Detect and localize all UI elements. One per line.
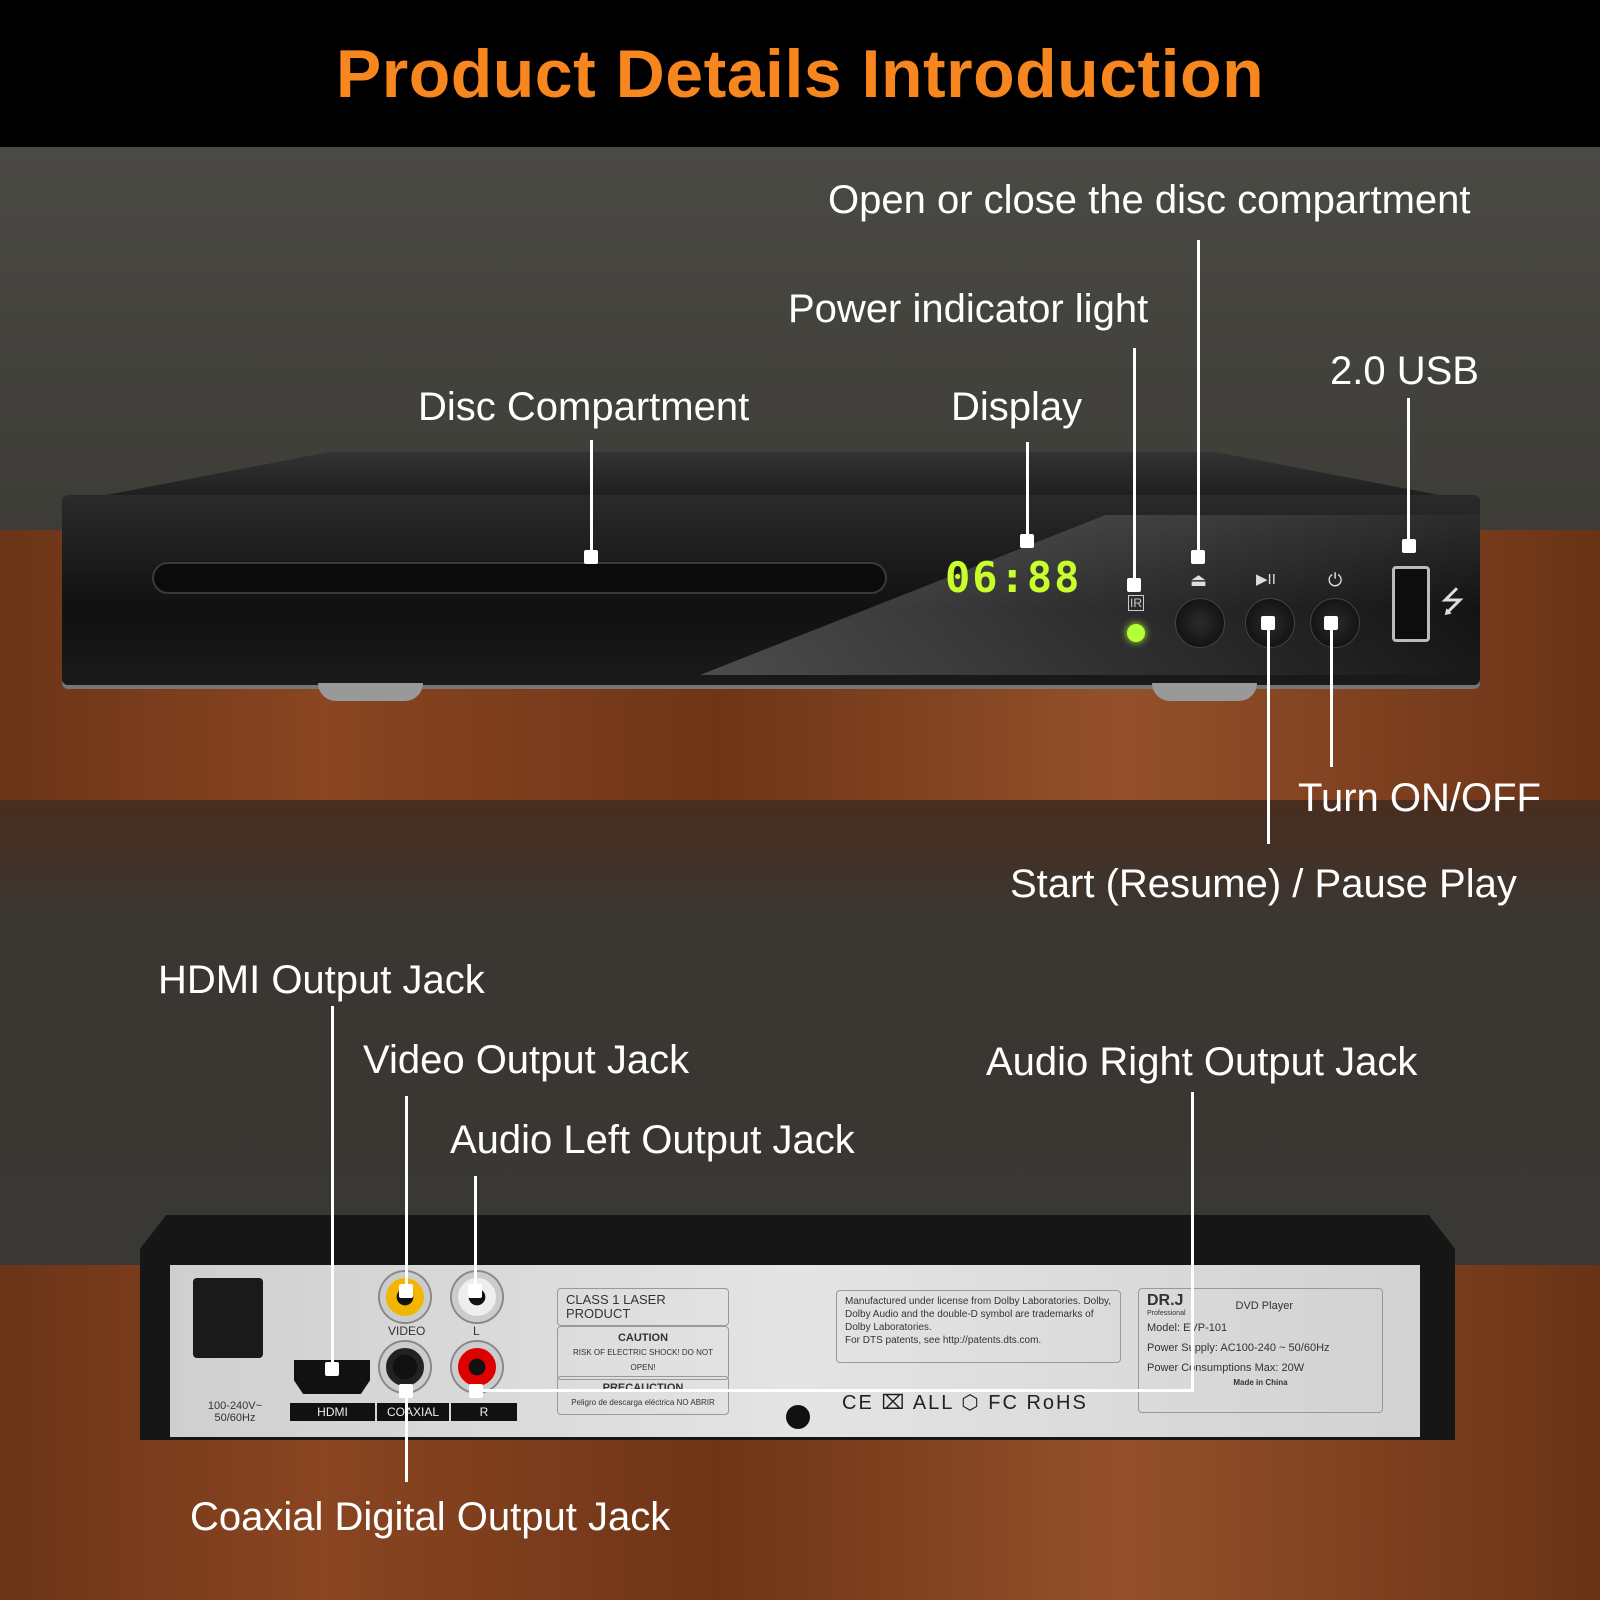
label-play-pause: Start (Resume) / Pause Play — [1010, 862, 1517, 906]
label-display: Display — [951, 385, 1083, 429]
display-readout: 06:88 — [945, 553, 1082, 602]
certification-icons: CE ⌧ ALL ⬡ FC RoHS — [842, 1392, 1088, 1414]
brand-subtitle: Professional — [1147, 1310, 1186, 1317]
label-audio-left: Audio Left Output Jack — [450, 1118, 855, 1162]
device-foot — [318, 683, 423, 701]
play-pause-button[interactable] — [1245, 598, 1295, 648]
label-disc-compartment: Disc Compartment — [418, 385, 750, 429]
callout-dot — [1127, 578, 1141, 592]
label-coaxial: Coaxial Digital Output Jack — [190, 1495, 671, 1539]
video-jack-label: VIDEO — [388, 1324, 426, 1338]
audio-right-jack-label: R — [451, 1403, 517, 1421]
callout-dot — [399, 1384, 413, 1398]
brand-block: DR.J Professional — [1147, 1293, 1186, 1318]
callout-dot — [469, 1384, 483, 1398]
callout-line — [1133, 348, 1136, 584]
consumption-text: Power Consumptions Max: 20W — [1147, 1362, 1305, 1374]
callout-dot — [399, 1284, 413, 1298]
callout-dot — [1020, 534, 1034, 548]
callout-line — [1191, 1092, 1194, 1392]
eject-button[interactable] — [1175, 598, 1225, 648]
page-title: Product Details Introduction — [335, 35, 1265, 112]
device-foot — [1152, 683, 1257, 701]
callout-dot — [468, 1284, 482, 1298]
callout-dot — [325, 1362, 339, 1376]
callout-dot — [1324, 616, 1338, 630]
callout-line — [1407, 398, 1410, 544]
dts-text: For DTS patents, see http://patents.dts.… — [845, 1335, 1042, 1346]
model-text: Model: EVP-101 — [1147, 1322, 1228, 1334]
usb-icon: ⭍ — [1440, 586, 1465, 619]
disc-slot — [152, 562, 887, 594]
ir-sensor-icon: IR — [1128, 595, 1144, 611]
precaution-title: PRECAUCTION — [602, 1382, 684, 1394]
precaution-text: Peligro de descarga eléctrica NO ABRIR — [571, 1398, 715, 1407]
caution-title: CAUTION — [617, 1332, 669, 1344]
label-power-light: Power indicator light — [788, 287, 1149, 331]
callout-dot — [1402, 539, 1416, 553]
product-name: DVD Player — [1235, 1299, 1293, 1312]
label-open-close: Open or close the disc compartment — [828, 178, 1471, 222]
eject-icon: ⏏ — [1190, 570, 1208, 590]
dolby-text: Manufactured under license from Dolby La… — [845, 1296, 1112, 1333]
label-usb: 2.0 USB — [1330, 349, 1479, 393]
callout-dot — [1191, 550, 1205, 564]
callout-line — [331, 1006, 334, 1368]
callout-line — [476, 1389, 1194, 1392]
play-pause-icon: ▶II — [1256, 571, 1276, 588]
callout-dot — [1261, 616, 1275, 630]
brand-logo: DR.J — [1147, 1292, 1184, 1309]
power-rating: 100-240V~ 50/60Hz — [207, 1400, 263, 1424]
background-wall — [0, 800, 1600, 1270]
callout-line — [405, 1390, 408, 1482]
dvd-top-cover — [80, 452, 1465, 500]
precaution-label: PRECAUCTION Peligro de descarga eléctrica… — [557, 1376, 729, 1415]
callout-line — [1197, 240, 1200, 556]
callout-line — [1267, 622, 1270, 844]
screw — [786, 1405, 810, 1429]
callout-line — [405, 1096, 408, 1292]
caution-label: CAUTION RISK OF ELECTRIC SHOCK! DO NOT OP… — [557, 1326, 729, 1380]
callout-line — [1330, 622, 1333, 767]
label-video: Video Output Jack — [363, 1038, 690, 1082]
laser-label: CLASS 1 LASER PRODUCT — [557, 1288, 729, 1326]
made-in-text: Made in China — [1233, 1378, 1288, 1387]
usb-port[interactable] — [1392, 566, 1430, 642]
label-on-off: Turn ON/OFF — [1298, 776, 1541, 820]
callout-line — [590, 440, 593, 556]
callout-dot — [584, 550, 598, 564]
power-indicator-led — [1127, 624, 1145, 642]
supply-text: Power Supply: AC100-240 ~ 50/60Hz — [1147, 1342, 1330, 1354]
callout-line — [1026, 442, 1029, 540]
coaxial-jack-label: COAXIAL — [377, 1403, 449, 1421]
power-cord-socket — [193, 1278, 263, 1358]
power-icon: ⏻ — [1328, 570, 1343, 590]
label-audio-right: Audio Right Output Jack — [986, 1040, 1418, 1084]
callout-line — [474, 1176, 477, 1292]
header-banner: Product Details Introduction — [0, 0, 1600, 147]
audio-left-jack-label: L — [473, 1324, 480, 1338]
caution-text: RISK OF ELECTRIC SHOCK! DO NOT OPEN! — [572, 1348, 713, 1372]
dolby-notice: Manufactured under license from Dolby La… — [836, 1290, 1121, 1363]
label-hdmi: HDMI Output Jack — [158, 958, 485, 1002]
hdmi-port-label: HDMI — [290, 1403, 375, 1421]
spec-label: DR.J Professional DVD Player Model: EVP-… — [1138, 1288, 1383, 1413]
